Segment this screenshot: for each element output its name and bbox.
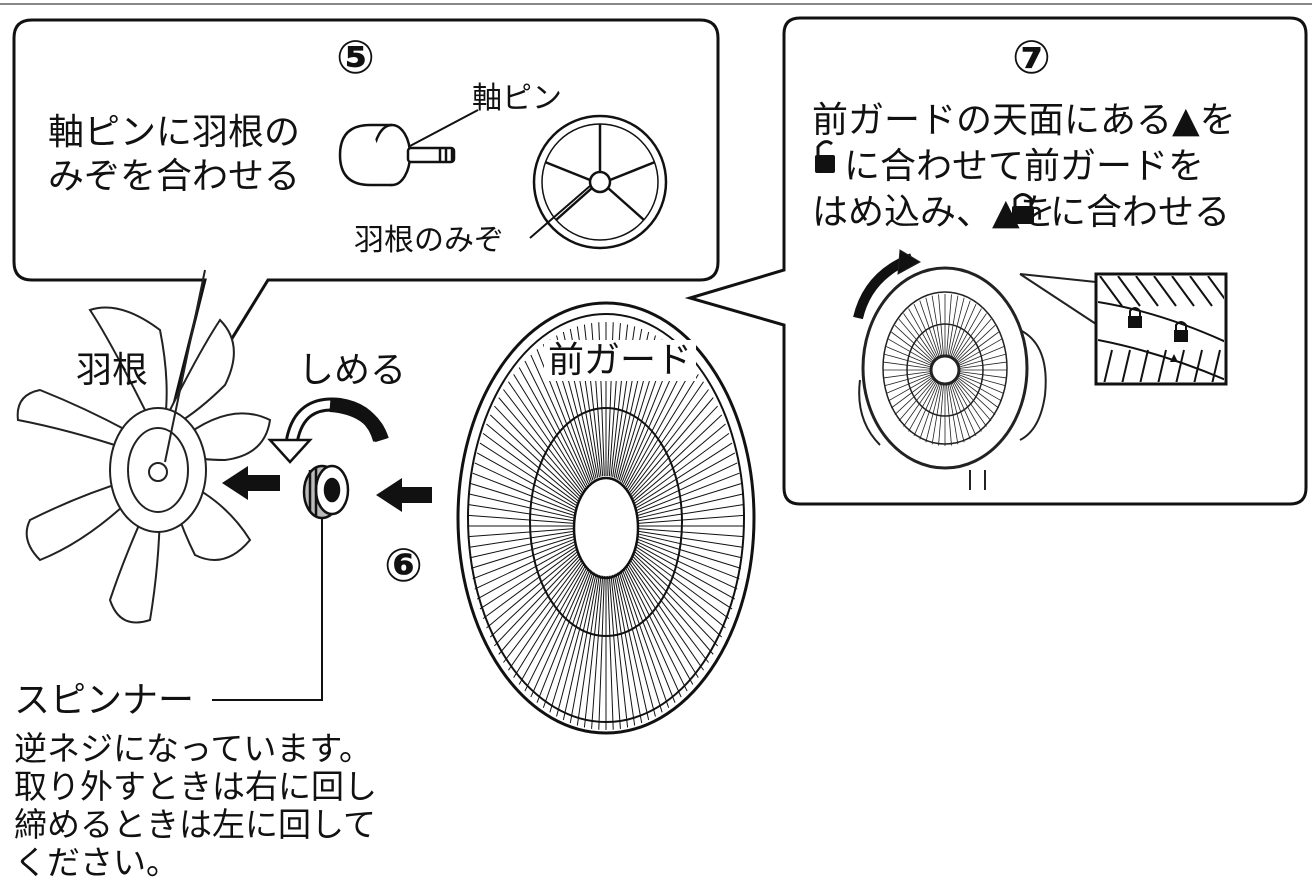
step-number-5: ⑤ xyxy=(336,30,375,84)
guard-spoke xyxy=(623,568,681,697)
arrow-left-1 xyxy=(222,466,280,500)
guard-spoke xyxy=(469,505,574,521)
step7-line2: に合わせて前ガードを xyxy=(844,146,1204,187)
guard-spoke xyxy=(469,531,574,547)
step7-zoom-inset xyxy=(1086,274,1248,384)
step5-instruction-line2: みぞを合わせる xyxy=(48,156,300,197)
step5-instruction-line1: 軸ピンに羽根の xyxy=(48,112,300,153)
spinner-note-line3: 締めるときは左に回して xyxy=(14,806,376,844)
spinner-note-line2: 取り外すときは右に回し xyxy=(14,768,377,806)
guard-spoke xyxy=(519,367,586,487)
guard-spoke xyxy=(638,505,743,521)
guard-spoke xyxy=(490,553,579,637)
guard-spoke xyxy=(519,565,586,685)
arrow-left-2 xyxy=(376,478,432,512)
front-guard-label: 前ガード xyxy=(544,340,696,381)
spinner-illustration xyxy=(304,466,348,518)
guard-spoke xyxy=(531,568,589,697)
guard-spoke xyxy=(468,529,574,537)
guard-spoke xyxy=(471,536,575,568)
guard-spoke xyxy=(638,494,743,518)
spinner-label: スピンナー xyxy=(14,680,194,721)
callout-step7 xyxy=(690,18,1306,504)
step-number-7: ⑦ xyxy=(1012,30,1051,84)
guard-spoke xyxy=(638,534,743,558)
guard-spoke xyxy=(637,484,741,516)
guard-spoke xyxy=(611,575,628,727)
guard-spoke xyxy=(608,576,614,730)
guard-spoke xyxy=(626,565,693,685)
shaft-pin-label: 軸ピン xyxy=(472,82,562,117)
guard-spoke xyxy=(638,515,744,523)
guard-spoke xyxy=(599,576,605,730)
step7-line1: 前ガードの天面にある▲を xyxy=(812,100,1236,141)
step7-line3a: はめ込み、▲を xyxy=(812,192,1056,233)
step7-line3b: に合わせる xyxy=(1050,192,1230,233)
guard-spoke xyxy=(470,494,575,518)
blade-label: 羽根 xyxy=(76,350,148,391)
guard-spoke xyxy=(471,484,575,516)
spinner-note-line4: ください。 xyxy=(14,844,179,882)
tighten-label: しめる xyxy=(298,350,406,391)
guard-spoke xyxy=(633,553,722,637)
blade-groove-label: 羽根のみぞ xyxy=(354,224,504,259)
tighten-arrow xyxy=(270,404,382,462)
guard-spoke xyxy=(468,515,574,523)
spinner-note-line1: 逆ネジになっています。 xyxy=(14,730,372,768)
guard-spoke xyxy=(638,529,744,537)
guard-spoke xyxy=(637,536,741,568)
step-number-6: ⑥ xyxy=(384,538,423,592)
guard-spoke xyxy=(584,575,601,727)
guard-spoke xyxy=(638,531,743,547)
guard-spoke xyxy=(470,534,575,558)
guard-spoke xyxy=(626,367,693,487)
